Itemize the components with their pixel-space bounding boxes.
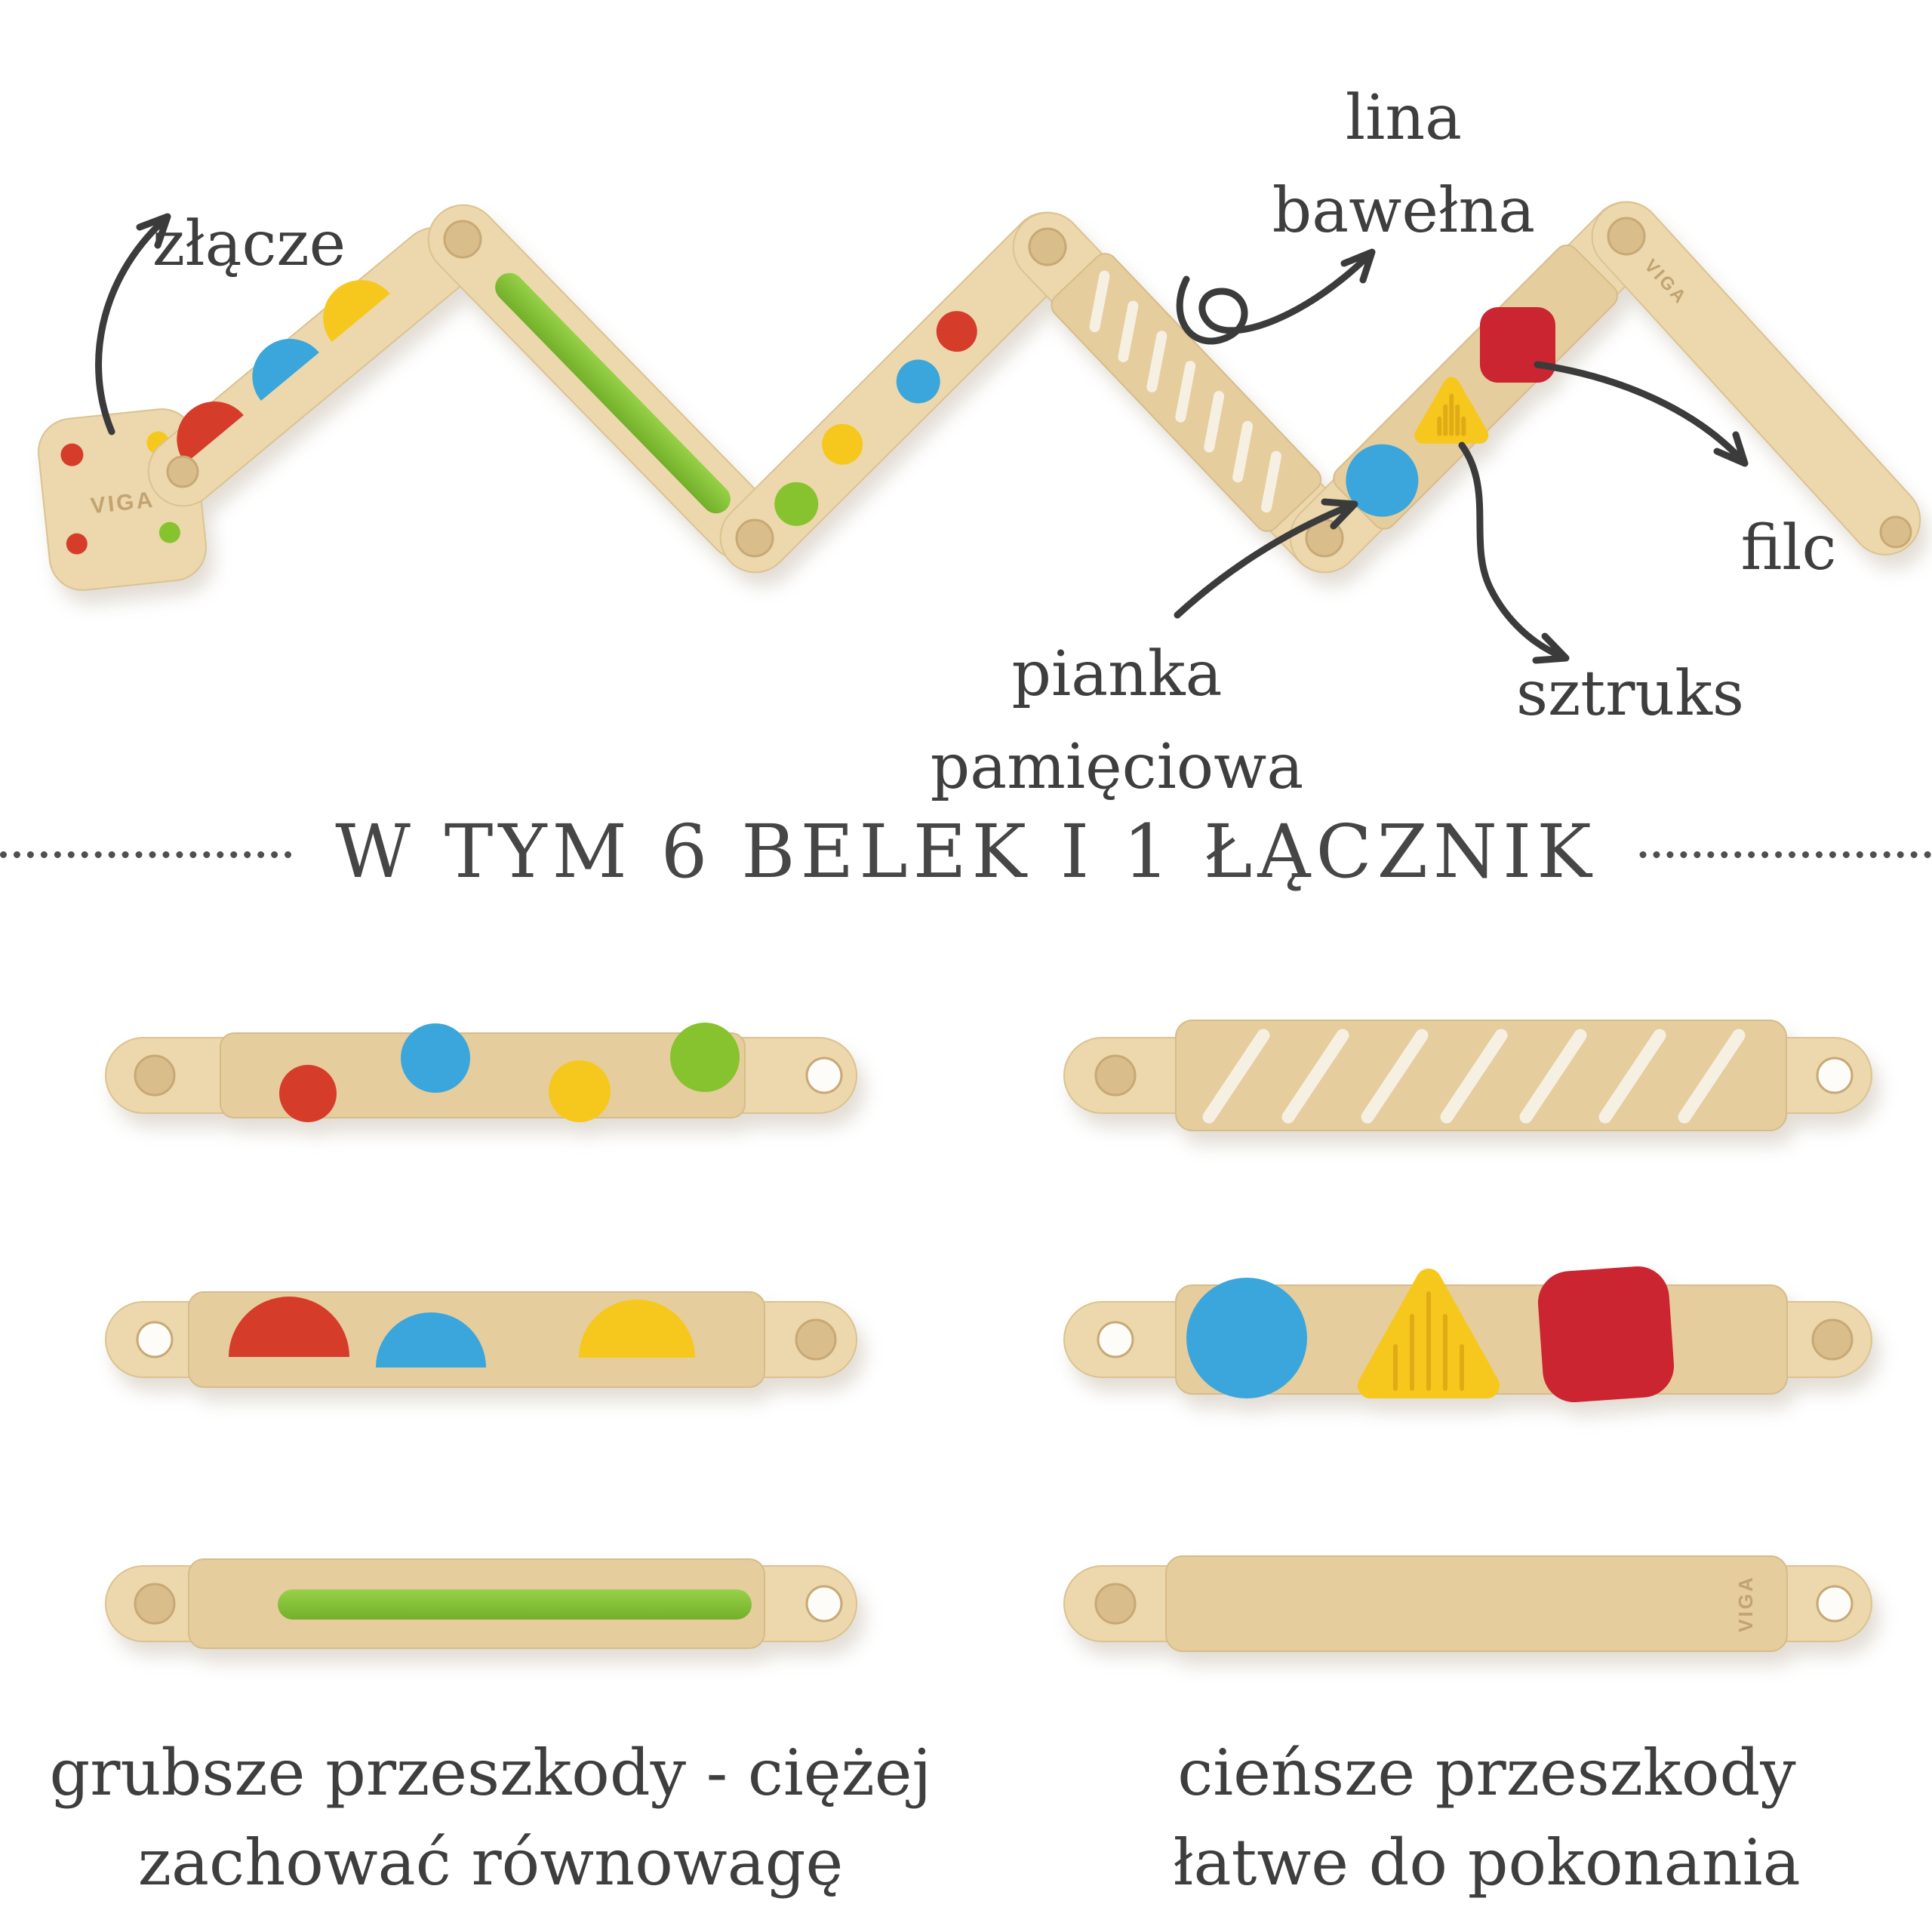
rope-rung bbox=[1118, 300, 1139, 363]
green-dot bbox=[670, 1023, 740, 1092]
beam-card-domes bbox=[105, 1291, 857, 1388]
green-rail bbox=[495, 272, 731, 514]
blue-dome bbox=[252, 339, 319, 401]
rope-rung bbox=[1361, 1029, 1429, 1124]
rope-rung bbox=[1440, 1029, 1508, 1124]
rope-rung bbox=[1175, 361, 1196, 423]
joint-peg bbox=[166, 455, 199, 488]
corduroy-triangle bbox=[1358, 1269, 1500, 1398]
joint-peg bbox=[1879, 515, 1912, 549]
beam-half-domes bbox=[147, 226, 470, 507]
rope-rung bbox=[1089, 270, 1110, 333]
label-lina-line1: lina bbox=[1345, 82, 1463, 154]
rope-rung bbox=[1519, 1029, 1587, 1124]
yellow-dot bbox=[822, 423, 863, 465]
yellow-dome bbox=[323, 280, 390, 343]
brand-logo: VIGA bbox=[1734, 1575, 1757, 1632]
felt-square bbox=[1537, 1266, 1675, 1403]
rope-rung bbox=[1232, 420, 1254, 483]
label-zlacze: złącze bbox=[152, 208, 346, 280]
beam-card-textures bbox=[1063, 1266, 1872, 1403]
beam-card-flat-dots bbox=[105, 1023, 857, 1122]
blue-dome bbox=[376, 1312, 486, 1367]
rope-arrow bbox=[1176, 248, 1376, 345]
blue-dot bbox=[401, 1023, 470, 1093]
beam-peg bbox=[1094, 1583, 1137, 1625]
rope-rung bbox=[1598, 1029, 1666, 1124]
blue-dot bbox=[896, 359, 940, 404]
beam-peg bbox=[1811, 1318, 1854, 1361]
felt-square bbox=[1479, 307, 1555, 383]
beam-peg bbox=[1094, 1054, 1137, 1097]
beam-peg bbox=[795, 1318, 837, 1361]
joint-peg bbox=[1028, 227, 1067, 266]
label-lina-line2: bawełna bbox=[1272, 175, 1536, 247]
red-dome bbox=[177, 401, 244, 463]
connector-dot-red bbox=[60, 443, 84, 466]
filc-arrow bbox=[1534, 361, 1749, 467]
label-sztruks: sztruks bbox=[1515, 658, 1744, 730]
rope-rung bbox=[1678, 1029, 1746, 1124]
caption-left-line2: zachować równowagę bbox=[137, 1826, 844, 1900]
caption-left-line1: grubsze przeszkody - ciężej bbox=[49, 1736, 932, 1810]
rope-rung bbox=[1281, 1029, 1349, 1124]
zigzag-balance-beam: VIGA bbox=[38, 201, 1921, 591]
beam-peg bbox=[134, 1583, 176, 1625]
beam-hole bbox=[136, 1321, 174, 1358]
memory-foam-circle bbox=[1346, 444, 1419, 517]
green-dot bbox=[774, 481, 819, 526]
annotation-arrows bbox=[95, 213, 1749, 664]
yellow-dot bbox=[549, 1060, 611, 1122]
beam-hole bbox=[1097, 1321, 1134, 1358]
memory-foam-circle bbox=[1186, 1278, 1307, 1398]
zlacze-arrow bbox=[95, 213, 171, 435]
beam-texture-shapes bbox=[1289, 201, 1662, 574]
pianka-arrow bbox=[1174, 498, 1358, 619]
beam-card-plain: VIGA bbox=[1063, 1555, 1872, 1652]
caption-right-line1: cieńsze przeszkody bbox=[1177, 1736, 1796, 1810]
beam-card-rope bbox=[1063, 1020, 1872, 1131]
joint-peg bbox=[735, 518, 774, 558]
label-filc: filc bbox=[1740, 512, 1837, 584]
red-dome bbox=[229, 1297, 349, 1357]
beam-hole bbox=[805, 1057, 843, 1094]
green-rail bbox=[278, 1589, 752, 1620]
beam-hole bbox=[1816, 1057, 1854, 1094]
rope-rung bbox=[1261, 451, 1282, 513]
beam-flat-dots bbox=[719, 211, 1082, 574]
label-lina: lina bawełna bbox=[1208, 72, 1600, 257]
red-dot bbox=[936, 311, 977, 352]
connector-dot-red2 bbox=[66, 533, 88, 555]
section-title-wrap: W TYM 6 BELEK I 1 ŁĄCZNIK bbox=[0, 809, 1932, 894]
beam-hole bbox=[805, 1585, 843, 1623]
caption-right: cieńsze przeszkody łatwe do pokonania bbox=[1109, 1728, 1864, 1909]
caption-left: grubsze przeszkody - ciężej zachować rów… bbox=[45, 1728, 936, 1909]
beam-peg bbox=[134, 1054, 176, 1097]
beam-card-green-rail bbox=[105, 1558, 857, 1649]
beam-rope-rungs bbox=[1012, 211, 1360, 574]
yellow-dome bbox=[579, 1300, 695, 1358]
rope-rung bbox=[1204, 390, 1225, 453]
sztruks-arrow bbox=[1458, 441, 1570, 664]
beam-hole bbox=[1816, 1585, 1854, 1623]
red-dot bbox=[279, 1065, 337, 1122]
rope-rung bbox=[1146, 331, 1168, 392]
joint-peg bbox=[1607, 217, 1646, 256]
beam-plain-zigzag: VIGA bbox=[1591, 201, 1921, 555]
joint-peg bbox=[443, 220, 482, 259]
rope-rung bbox=[1202, 1029, 1270, 1124]
label-pianka: pianka pamięciowa bbox=[930, 638, 1304, 803]
connector-dot-green bbox=[158, 521, 180, 543]
section-title: W TYM 6 BELEK I 1 ŁĄCZNIK bbox=[294, 809, 1638, 894]
caption-right-line2: łatwe do pokonania bbox=[1173, 1826, 1801, 1900]
corduroy-triangle bbox=[1414, 377, 1489, 444]
